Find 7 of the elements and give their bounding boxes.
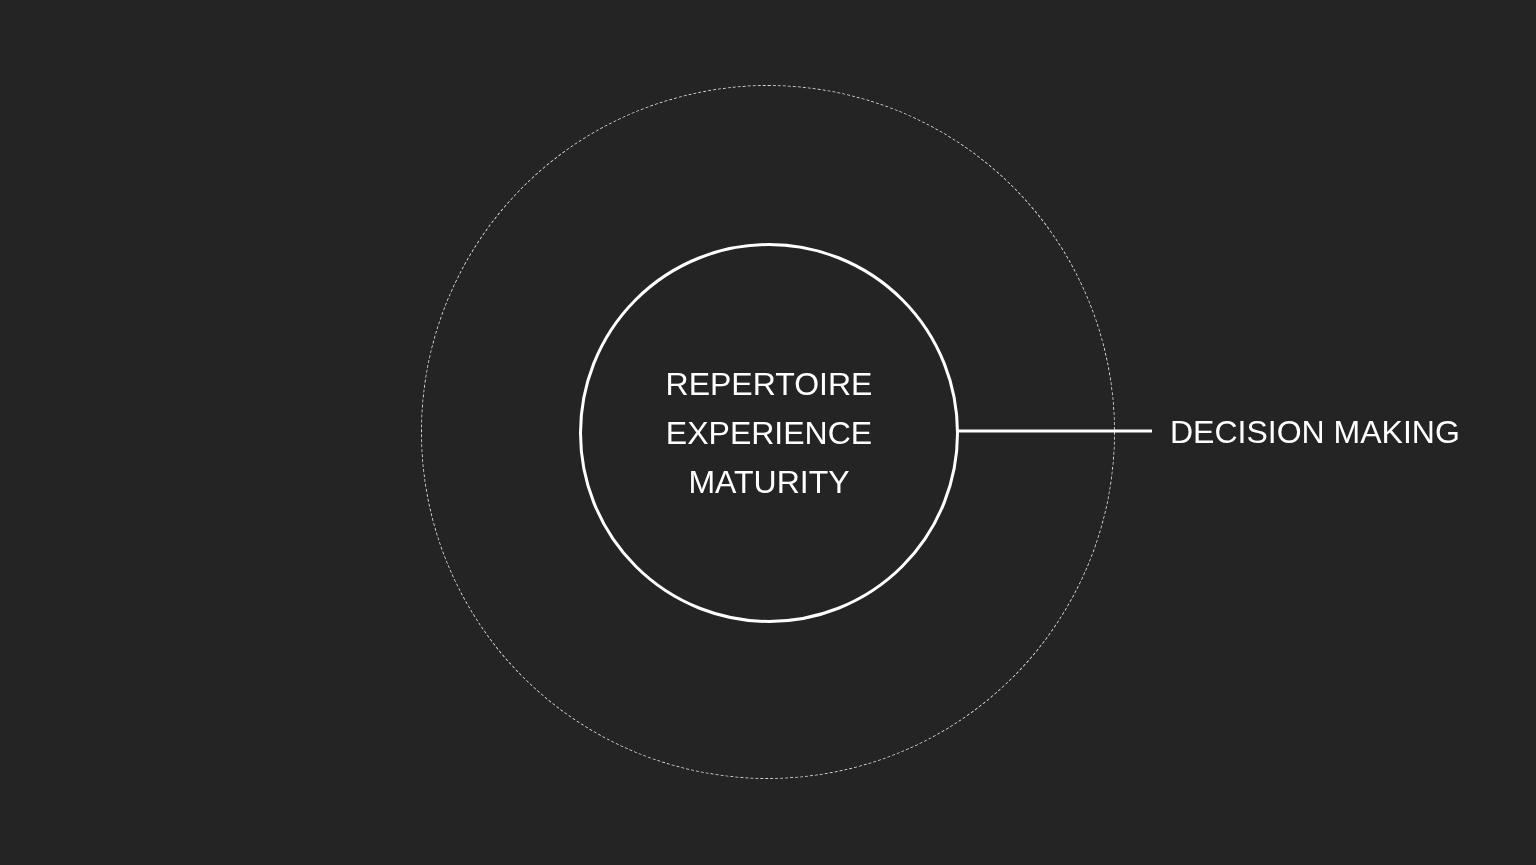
- list-item-text: EXPERIENCE: [665, 413, 873, 453]
- list-item-text: REPERTOIRE: [665, 364, 873, 404]
- label-text: DECISION MAKING: [1170, 413, 1461, 452]
- list-item-text: MATURITY: [688, 462, 850, 502]
- connector-line: [957, 429, 1152, 433]
- circle-node: [579, 243, 959, 623]
- dashed-circle: [421, 85, 1115, 779]
